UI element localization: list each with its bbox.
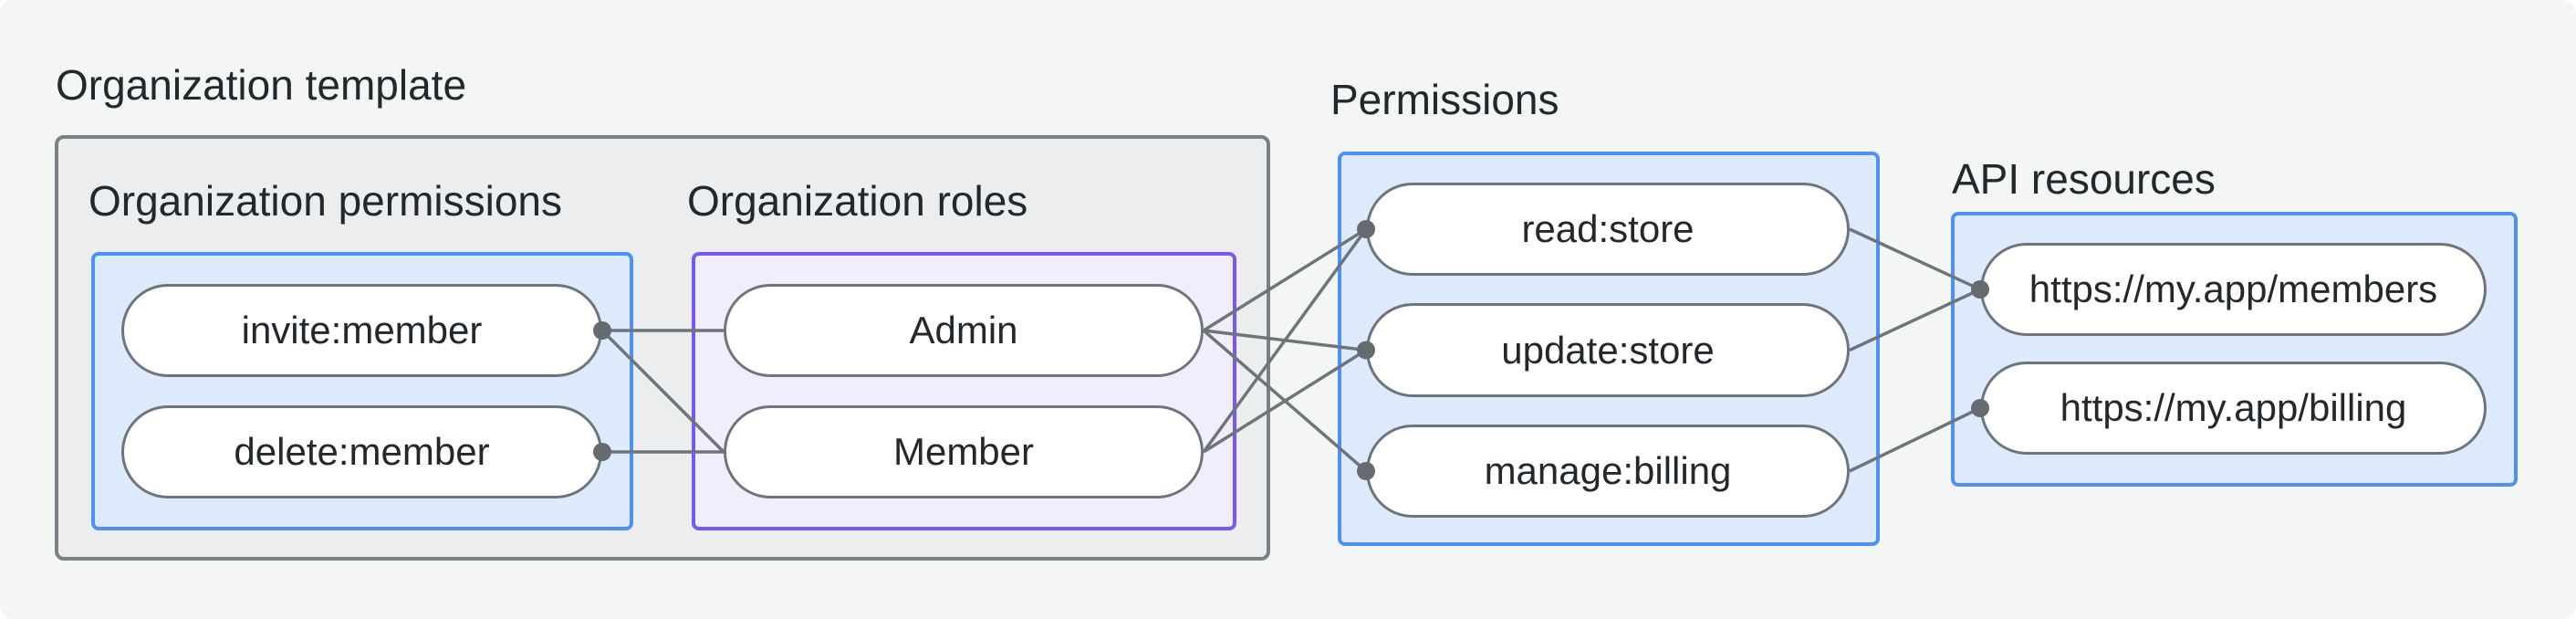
node-billing-url: https://my.app/billing <box>1980 362 2487 455</box>
node-member-role: Member <box>724 405 1204 498</box>
permissions-label: Permissions <box>1330 76 1559 123</box>
org-template-label: Organization template <box>56 61 467 109</box>
node-members-url: https://my.app/members <box>1980 243 2487 336</box>
node-update-store: update:store <box>1366 303 1850 397</box>
org-permissions-label: Organization permissions <box>89 177 563 225</box>
node-delete-member: delete:member <box>121 405 602 498</box>
api-resources-label: API resources <box>1952 155 2216 203</box>
node-read-store: read:store <box>1366 183 1850 276</box>
org-roles-label: Organization roles <box>687 177 1028 225</box>
node-invite-member: invite:member <box>121 284 602 377</box>
node-manage-billing: manage:billing <box>1366 425 1850 518</box>
node-admin-role: Admin <box>724 284 1204 377</box>
